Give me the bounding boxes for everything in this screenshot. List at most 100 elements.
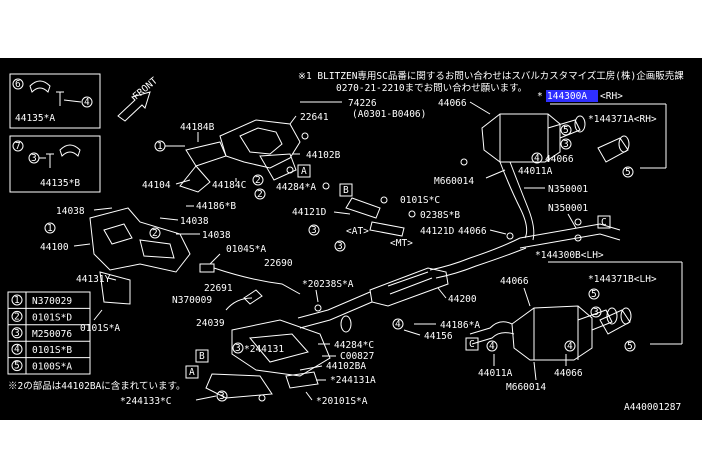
label-20238sa: *20238S*A	[302, 279, 354, 290]
clamp-part-icon	[29, 80, 51, 93]
svg-text:7: 7	[15, 141, 21, 152]
marker-5-c	[588, 288, 600, 300]
clamp-part-icon-2	[59, 144, 81, 157]
svg-text:5: 5	[563, 125, 569, 136]
svg-text:B: B	[343, 185, 349, 196]
front-exhaust-manifold-part	[179, 119, 301, 193]
marker-1-b	[44, 222, 56, 234]
marker-6	[12, 78, 24, 90]
front-pipe-part	[205, 319, 331, 399]
svg-text:6: 6	[15, 79, 21, 90]
legend-part: N370029	[32, 296, 72, 307]
marker-7	[12, 140, 24, 152]
label-c00827: C00827	[340, 351, 374, 362]
label-74226-range: (A0301-B0406)	[352, 109, 426, 120]
svg-text:3: 3	[563, 139, 569, 150]
label-mt: <MT>	[390, 238, 413, 249]
exhaust-manifold-part	[89, 207, 191, 305]
svg-text:3: 3	[593, 307, 599, 318]
svg-text:4: 4	[567, 341, 573, 352]
sensor-harness-part	[213, 267, 301, 295]
svg-text:2: 2	[152, 228, 158, 239]
marker-3-f	[590, 306, 602, 318]
legend-num: 4	[14, 344, 20, 355]
rh-tail-cutter-part	[597, 135, 630, 163]
svg-text:4: 4	[395, 319, 401, 330]
exhaust-parts-diagram: ※1 BLITZEN専用SC品番に関するお問い合わせはスバルカスタマイズ工房(株…	[7, 70, 684, 413]
label-44104: 44104	[142, 180, 171, 191]
svg-text:3: 3	[311, 225, 317, 236]
label-144300a[interactable]: 144300A	[547, 91, 587, 102]
label-74226: 74226	[348, 98, 377, 109]
marker-2-a	[252, 174, 264, 186]
legend-part: 0101S*B	[32, 345, 72, 356]
legend-num: 5	[14, 361, 20, 372]
label-44200: 44200	[448, 294, 477, 305]
figure-id: A440001287	[624, 402, 681, 413]
label-144371a: *144371A<RH>	[588, 114, 657, 125]
svg-text:5: 5	[591, 289, 597, 300]
legend-row: 2 0101S*D	[11, 310, 72, 323]
legend-num: 3	[14, 328, 20, 339]
svg-text:A: A	[301, 166, 307, 177]
label-24039: 24039	[196, 318, 225, 329]
label-0104sa: 0104S*A	[226, 244, 266, 255]
rh-muffler-part	[481, 113, 586, 163]
note-line-2: 0270-21-2210までお問い合わせ願います。	[336, 82, 527, 94]
marker-4-inset	[81, 96, 93, 108]
bolt-part-icon	[56, 91, 64, 106]
label-14038-b: 14038	[180, 216, 209, 227]
label-44066-top: 44066	[438, 98, 467, 109]
label-144300a-side: <RH>	[600, 91, 623, 102]
legend-row: 3 M250076	[11, 327, 72, 340]
legend-num: 2	[14, 311, 20, 322]
marker-box-a-1	[297, 164, 311, 178]
diagram-frame	[0, 58, 702, 420]
label-44135a: 44135*A	[15, 113, 55, 124]
label-44011a-bot: 44011A	[478, 368, 513, 379]
label-244131: *244131	[244, 344, 284, 355]
svg-text:C: C	[601, 217, 607, 228]
label-44131y: 44131Y	[76, 274, 111, 285]
rh-pipe-part	[499, 161, 528, 239]
label-0238sb: 0238S*B	[420, 210, 460, 221]
svg-text:B: B	[199, 351, 205, 362]
o2-sensor-part	[199, 263, 215, 273]
svg-text:3: 3	[337, 241, 343, 252]
label-20101sa: *20101S*A	[316, 396, 368, 407]
marker-5-d	[624, 340, 636, 352]
label-n350001-b: N350001	[548, 203, 588, 214]
marker-4-a	[531, 152, 543, 164]
label-44156: 44156	[424, 331, 453, 342]
hanger-icon-top	[460, 158, 468, 166]
legend-table	[7, 291, 91, 375]
inset-box-6	[9, 73, 101, 129]
marker-5-a	[560, 124, 572, 136]
legend-num: 1	[14, 295, 20, 306]
label-44066-r1: 44066	[545, 154, 574, 165]
marker-4-d	[564, 340, 576, 352]
marker-box-b-2	[195, 349, 209, 363]
note-line-1: ※1 BLITZEN専用SC品番に関するお問い合わせはスバルカスタマイズ工房(株…	[298, 70, 684, 82]
label-22691: 22691	[204, 283, 233, 294]
bolt-part-icon-2	[46, 153, 54, 168]
label-44184b: 44184B	[180, 122, 215, 133]
label-n350001-a: N350001	[548, 184, 588, 195]
marker-3-a	[560, 138, 572, 150]
inset-box-7	[9, 135, 101, 193]
svg-text:A: A	[189, 367, 195, 378]
label-at: <AT>	[346, 226, 369, 237]
svg-text:3: 3	[235, 343, 241, 354]
label-44284c: 44284*C	[334, 340, 374, 351]
svg-text:3: 3	[31, 153, 37, 164]
label-144371b: *144371B<LH>	[588, 274, 657, 285]
svg-text:2: 2	[257, 189, 263, 200]
label-44135b: 44135*B	[40, 178, 80, 189]
label-44121d: 44121D	[292, 207, 327, 218]
label-14038-c: 14038	[202, 230, 231, 241]
marker-3-e	[216, 390, 228, 402]
label-n370009: N370009	[172, 295, 212, 306]
label-244133c: *244133*C	[120, 396, 171, 407]
marker-2-b	[254, 188, 266, 200]
legend-part: M250076	[32, 329, 72, 340]
